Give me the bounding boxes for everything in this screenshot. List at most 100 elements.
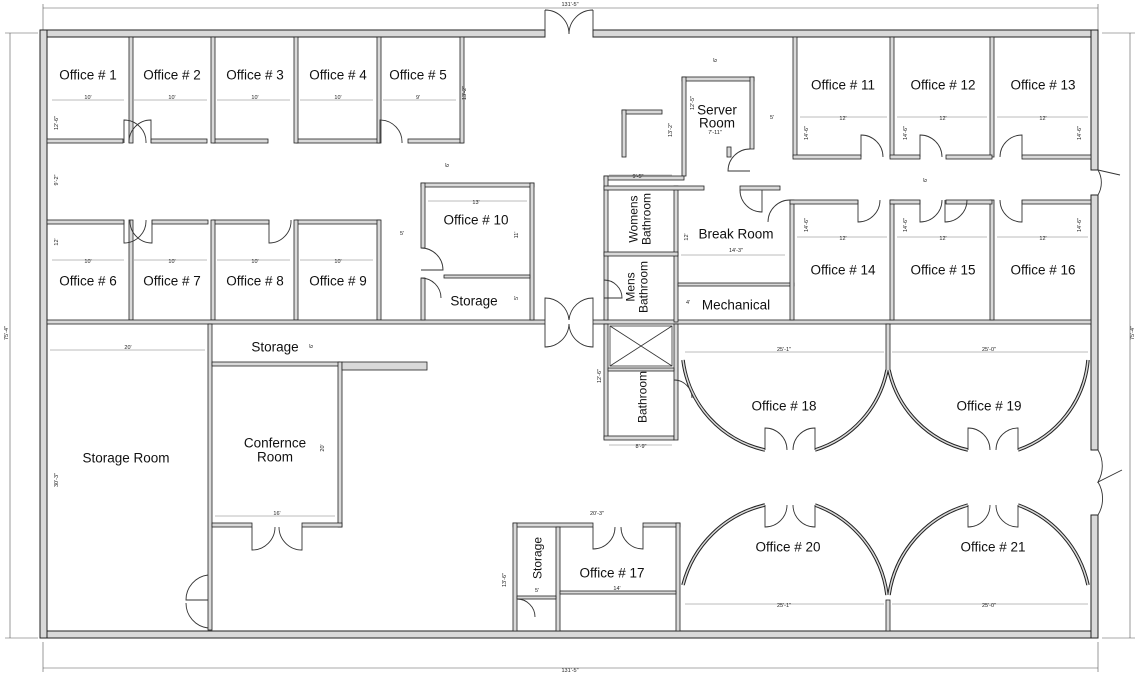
curved-walls	[681, 359, 1090, 596]
office-6-label: Office # 6	[59, 273, 117, 289]
dim-bath-depth: 12'-6"	[597, 368, 603, 384]
dim-office20-width: 25'-1"	[776, 603, 792, 609]
dim-break-depth: 12'	[684, 233, 690, 241]
dim-office16-width: 12'	[1039, 236, 1047, 242]
office-5-label: Office # 5	[389, 67, 447, 83]
storage-a-label: Storage	[450, 293, 498, 309]
mechanical-label: Mechanical	[701, 297, 771, 313]
office-15-label: Office # 15	[910, 262, 976, 278]
dim-corridor-left: 9'-2"	[54, 174, 60, 186]
dim-office8-width: 10'	[251, 259, 259, 265]
dim-server-width: 7'-11"	[708, 130, 722, 136]
dim-office10-gap: 5'	[399, 231, 405, 237]
dim-office17-width: 14'	[613, 586, 621, 592]
dim-corridor-right: 5'	[769, 115, 775, 121]
dim-server-top: 6'	[713, 57, 719, 63]
office-10-label: Office # 10	[443, 212, 509, 228]
dim-office16-depth: 14'-6"	[1077, 217, 1083, 233]
dim-storage-room-depth: 30'-3"	[54, 472, 60, 488]
dim-office4-width: 10'	[334, 95, 342, 101]
dim-office15-width: 12'	[939, 236, 947, 242]
dim-office18-width: 25'-1"	[776, 347, 792, 353]
dim-office14-depth: 14'-6"	[804, 217, 810, 233]
office-12-label: Office # 12	[910, 77, 976, 93]
dim-storage-c-depth: 13'-6"	[502, 572, 508, 588]
dim-office21-width: 25'-0"	[981, 603, 997, 609]
conference-room-label-line2: Room	[256, 449, 294, 465]
dim-office13-depth: 14'-6"	[1077, 125, 1083, 141]
dim-overall-width-top: 131'-5"	[561, 2, 579, 8]
dim-storage-c-width: 5'	[534, 588, 540, 594]
dim-womens-width: 9'-5"	[632, 174, 644, 180]
dim-office11-width: 12'	[839, 116, 847, 122]
interior-walls	[46, 36, 1092, 632]
office-2-label: Office # 2	[143, 67, 201, 83]
dim-overall-height-right: 75'-4"	[1130, 325, 1136, 341]
dim-storage-small: 5'	[514, 295, 520, 301]
womens-bathroom-label-line2: Bathroom	[639, 192, 654, 246]
dim-server-side: 13'-2"	[668, 122, 674, 138]
dim-office2-width: 10'	[168, 95, 176, 101]
dim-conference-width: 16'	[273, 511, 281, 517]
dim-server-depth: 12'-5"	[690, 95, 696, 111]
office-14-label: Office # 14	[810, 262, 876, 278]
dim-office7-width: 10'	[168, 259, 176, 265]
dim-overall-width-bottom: 131'-5"	[561, 668, 579, 674]
curved-walls-inner	[682, 359, 1089, 596]
office-19-label: Office # 19	[956, 398, 1022, 414]
bathroom-label: Bathroom	[635, 370, 650, 424]
office-21-label: Office # 21	[960, 539, 1026, 555]
dim-office1-width: 10'	[84, 95, 92, 101]
mens-bathroom-label-line2: Bathroom	[636, 260, 651, 314]
office-9-label: Office # 9	[309, 273, 367, 289]
break-room-label: Break Room	[698, 226, 774, 242]
office-11-label: Office # 11	[810, 77, 876, 93]
dim-office-r-corridor: 6'	[923, 177, 929, 183]
dim-corridor-gap: 6'	[445, 162, 451, 168]
office-13-label: Office # 13	[1010, 77, 1076, 93]
exterior-walls	[39, 29, 1099, 639]
dim-office5-width: 9'	[415, 95, 421, 101]
office-3-label: Office # 3	[226, 67, 284, 83]
office-17-label: Office # 17	[579, 565, 645, 581]
office-1-label: Office # 1	[59, 67, 117, 83]
dim-office17-top: 20'-3"	[589, 511, 605, 517]
dim-office6-width: 10'	[84, 259, 92, 265]
dim-office12-depth: 14'-6"	[903, 125, 909, 141]
storage-room-label: Storage Room	[82, 450, 170, 466]
storage-b-label: Storage	[251, 339, 299, 355]
dim-bath-width: 8'-9"	[635, 444, 647, 450]
dim-storage-room-width: 20'	[124, 345, 132, 351]
dim-break-width: 14'-3"	[728, 248, 744, 254]
shaft-cross	[609, 325, 673, 367]
dim-office12-width: 12'	[939, 116, 947, 122]
server-room-label-line2: Room	[698, 115, 736, 131]
dim-office11-depth: 14'-6"	[804, 125, 810, 141]
dim-office10-depth: 11'	[514, 231, 520, 239]
dim-storage-mid-gap: 6'	[309, 343, 315, 349]
dim-conference-depth: 20'	[320, 444, 326, 452]
dim-office-depth: 12'-6"	[54, 115, 60, 131]
office-18-label: Office # 18	[751, 398, 817, 414]
storage-c-label: Storage	[530, 536, 545, 580]
server-room-label-line1: Server	[697, 102, 737, 118]
office-7-label: Office # 7	[143, 273, 201, 289]
door-swings	[123, 9, 1123, 629]
dim-office9-width: 10'	[334, 259, 342, 265]
dim-overall-height-left: 75'-4"	[4, 325, 10, 341]
dim-office5-depth: 13'-2"	[462, 85, 468, 101]
office-16-label: Office # 16	[1010, 262, 1076, 278]
office-20-label: Office # 20	[755, 539, 821, 555]
dim-mech-depth: 4'	[685, 300, 691, 306]
dimension-lines	[5, 4, 1135, 672]
dim-office3-width: 10'	[251, 95, 259, 101]
dim-office13-width: 12'	[1039, 116, 1047, 122]
dim-office10-width: 13'	[472, 200, 480, 206]
dim-office6-depth: 12'	[54, 238, 60, 246]
dim-office14-width: 12'	[839, 236, 847, 242]
interior-dimension-lines	[50, 99, 1088, 605]
office-4-label: Office # 4	[309, 67, 367, 83]
conference-room-label-line1: Confernce	[243, 435, 307, 451]
dim-office19-width: 25'-0"	[981, 347, 997, 353]
